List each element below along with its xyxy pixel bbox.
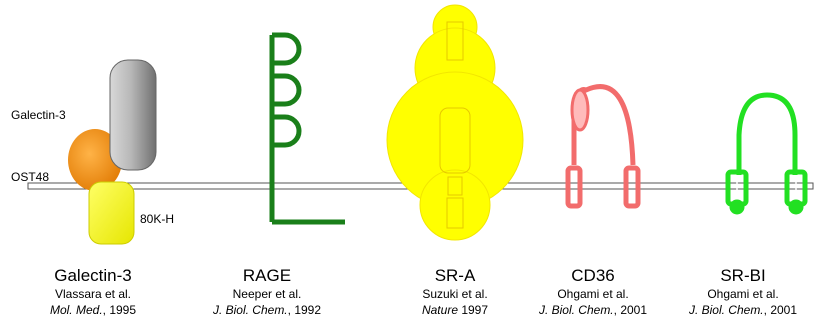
80k-h-shape [88,181,135,245]
publication-year: 1997 [458,303,489,317]
publication-year: , 2001 [763,303,798,317]
caption-sr-bi: SR-BI Ohgami et al. J. Biol. Chem., 2001 [668,266,818,318]
journal-name: Mol. Med. [49,303,103,317]
receptor-authors: Ohgami et al. [557,287,629,301]
publication-year: , 2001 [613,303,648,317]
galectin3-shape [109,59,157,171]
receptor-name: SR-A [434,266,476,285]
receptor-reference: Nature 1997 [380,302,530,318]
sr-a-shape [386,4,524,241]
receptor-authors: Suzuki et al. [422,287,488,301]
rage-shape [269,32,345,225]
receptor-name: CD36 [571,266,615,285]
receptor-authors: Neeper et al. [232,287,302,301]
receptor-name: RAGE [242,266,292,285]
sr-bi-shape [725,92,808,215]
journal-name: Nature [421,303,458,317]
receptor-reference: Mol. Med., 1995 [18,302,168,318]
caption-galectin3: Galectin-3 Vlassara et al. Mol. Med., 19… [18,266,168,318]
receptor-name: Galectin-3 [54,266,132,285]
publication-year: , 1995 [102,303,137,317]
publication-year: , 1992 [287,303,322,317]
ost48-shape [68,129,122,191]
receptor-authors: Ohgami et al. [707,287,779,301]
receptor-reference: J. Biol. Chem., 2001 [518,302,668,318]
journal-name: J. Biol. Chem. [688,303,764,317]
journal-name: J. Biol. Chem. [538,303,614,317]
receptor-name: SR-BI [720,266,766,285]
journal-name: J. Biol. Chem. [212,303,288,317]
receptor-reference: J. Biol. Chem., 2001 [668,302,818,318]
receptor-authors: Vlassara et al. [54,287,132,301]
galectin3-complex [68,59,157,245]
caption-cd36: CD36 Ohgami et al. J. Biol. Chem., 2001 [518,266,668,318]
galectin3-label: Galectin-3 [11,108,66,122]
caption-rage: RAGE Neeper et al. J. Biol. Chem., 1992 [192,266,342,318]
receptor-reference: J. Biol. Chem., 1992 [192,302,342,318]
cd36-shape [565,84,641,209]
caption-sr-a: SR-A Suzuki et al. Nature 1997 [380,266,530,318]
80k-h-label: 80K-H [140,212,175,226]
ost48-label: OST48 [11,170,50,184]
